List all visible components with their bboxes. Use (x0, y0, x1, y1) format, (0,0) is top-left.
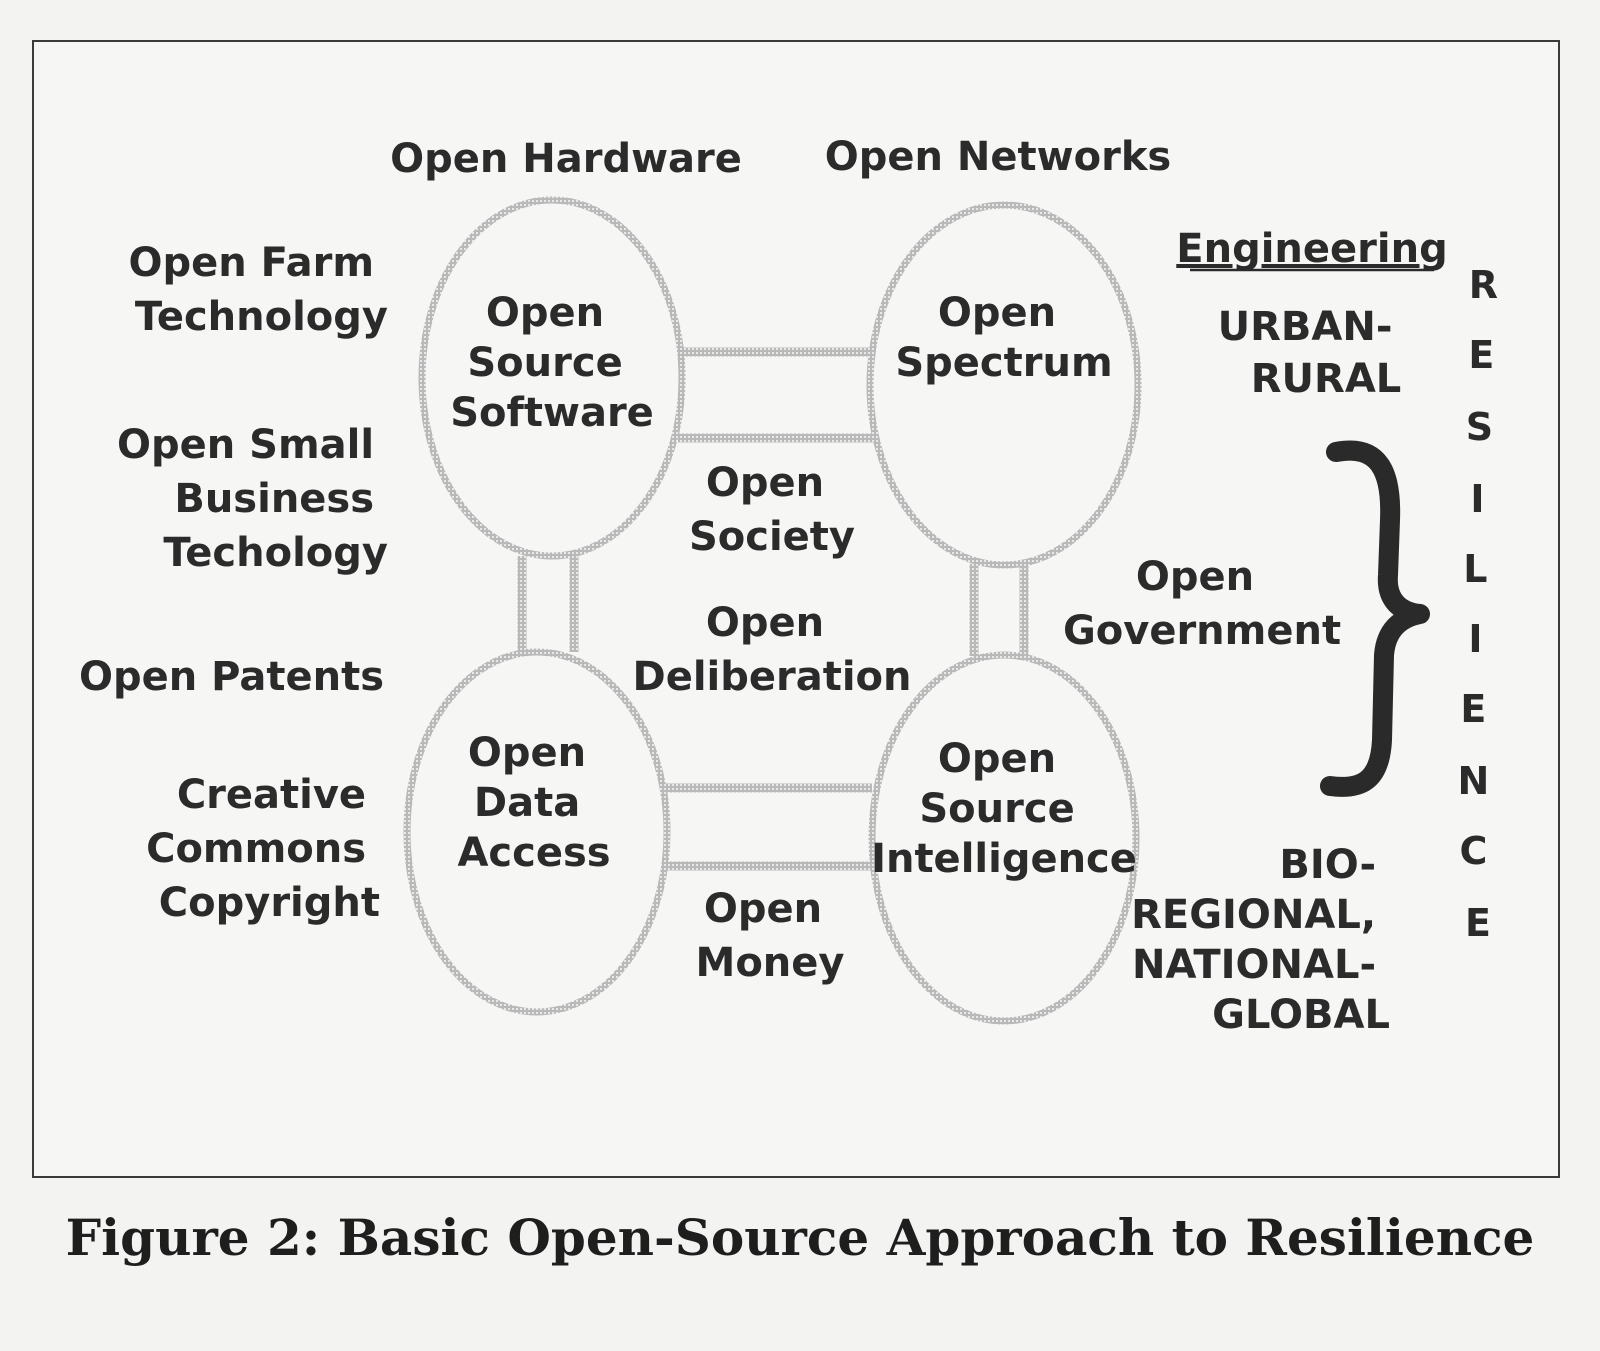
label-open-society: Open Society (689, 460, 855, 560)
label-open-money: Open Money (696, 886, 845, 986)
label-open-patents: Open Patents (79, 654, 384, 700)
connector-bottom (666, 783, 872, 871)
node-open-data-access: Open Data Access (457, 730, 610, 876)
label-open-deliberation: Open Deliberation (632, 600, 911, 700)
curly-brace (1320, 440, 1430, 797)
label-open-government: Open Government (1063, 554, 1341, 654)
node-open-spectrum: Open Spectrum (895, 290, 1112, 386)
label-resilience-vertical: R E S I L I E N C E (1457, 263, 1511, 945)
label-open-farm-technology: Open Farm Technology (129, 240, 388, 340)
connector-left (517, 556, 579, 652)
node-ellipse-intelligence (868, 651, 1140, 1025)
connector-right (969, 564, 1029, 656)
figure-caption: Figure 2: Basic Open-Source Approach to … (65, 1208, 1535, 1267)
label-urban-rural: URBAN- RURAL (1218, 304, 1407, 402)
connector-top (678, 347, 874, 443)
node-ellipse-spectrum (866, 201, 1142, 569)
label-open-networks: Open Networks (825, 134, 1171, 180)
node-open-source-software: Open Source Software (450, 290, 654, 436)
diagram-frame (32, 40, 1560, 1178)
node-ellipse-data (403, 648, 671, 1016)
node-ellipse-software (418, 196, 686, 560)
node-open-source-intelligence: Open Source Intelligence (871, 736, 1137, 882)
label-open-hardware: Open Hardware (390, 136, 742, 182)
label-bio-regional-global: BIO- REGIONAL, NATIONAL- GLOBAL (1131, 842, 1390, 1038)
label-creative-commons: Creative Commons Copyright (146, 772, 380, 926)
label-open-small-business: Open Small Business Techology (117, 422, 388, 576)
label-engineering: Engineering (1176, 226, 1447, 272)
